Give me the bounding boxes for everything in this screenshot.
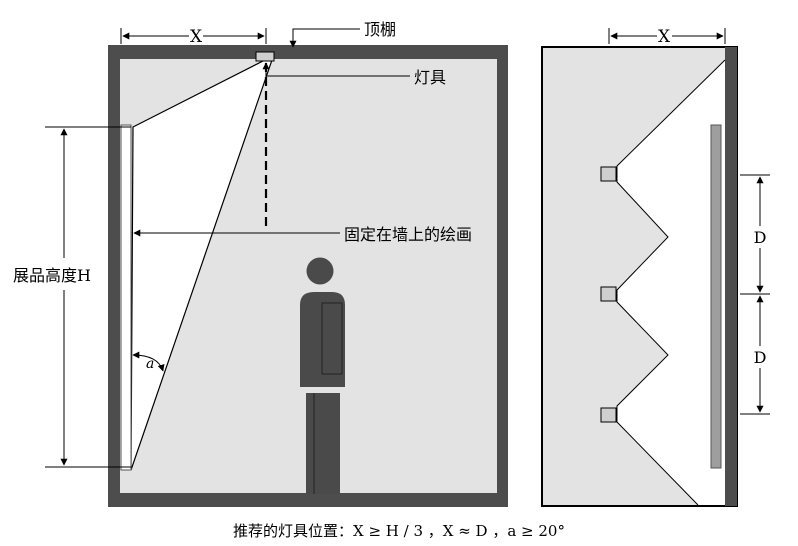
left-elevation-view: X 顶棚 灯具 固定在墙上的绘画 展品高度H a — [13, 20, 508, 507]
x-label-left: X — [190, 27, 203, 47]
luminaire-label: 灯具 — [414, 68, 446, 87]
plan-floor-area — [543, 48, 725, 505]
wall-painting — [120, 124, 132, 471]
d-label-upper: D — [754, 228, 767, 247]
plan-wall — [725, 47, 737, 506]
painting-label: 固定在墙上的绘画 — [344, 225, 472, 244]
plan-painting — [710, 124, 722, 469]
caption: 推荐的灯具位置：X ≥ H / 3 ，X ≈ D ，a ≥ 20° — [233, 522, 565, 540]
d-label-lower: D — [754, 348, 767, 367]
x-label-right: X — [658, 27, 671, 47]
exhibit-height-label: 展品高度H — [13, 266, 91, 285]
luminaire-icon — [600, 407, 617, 423]
luminaire-icon — [600, 166, 617, 182]
right-plan-view: X D D — [541, 27, 770, 507]
plan-beam-boundary — [616, 59, 726, 506]
angle-label: a — [146, 356, 154, 372]
luminaire-icon — [600, 286, 617, 302]
person-icon — [300, 257, 345, 494]
ceiling-label: 顶棚 — [364, 20, 396, 39]
luminaire-icon — [255, 51, 275, 62]
